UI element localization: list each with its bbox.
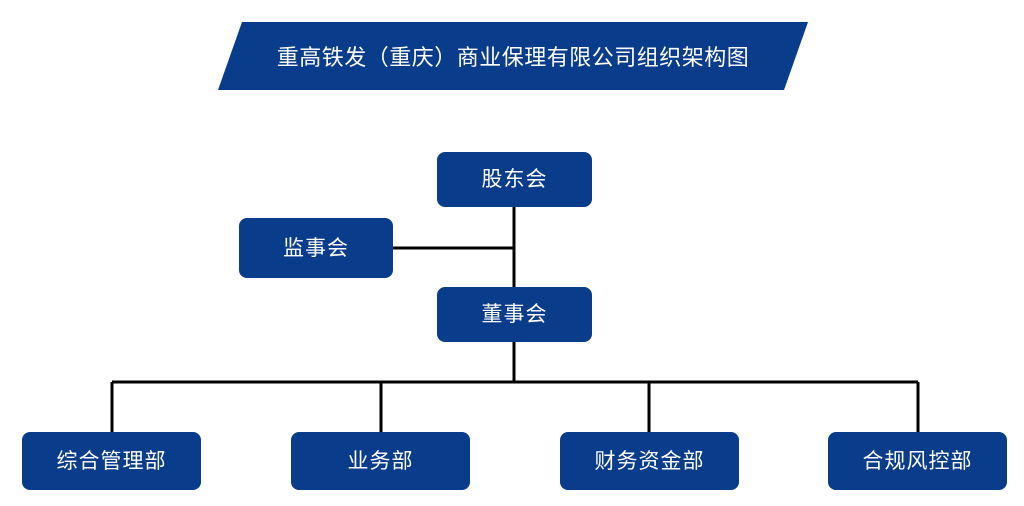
node-shareholders[interactable]: 股东会 [437, 152, 592, 207]
chart-title-banner: 重高铁发（重庆）商业保理有限公司组织架构图 [218, 22, 808, 90]
node-dept-finance-label: 财务资金部 [594, 449, 705, 473]
node-dept-admin-label: 综合管理部 [56, 449, 167, 473]
node-dept-risk-label: 合规风控部 [862, 449, 973, 473]
node-dept-business-label: 业务部 [347, 449, 414, 473]
node-directors-label: 董事会 [481, 303, 548, 326]
node-directors[interactable]: 董事会 [437, 287, 592, 342]
title-banner-shape [218, 22, 808, 90]
node-supervisors[interactable]: 监事会 [239, 218, 393, 278]
node-dept-risk[interactable]: 合规风控部 [828, 432, 1007, 490]
page-title: 重高铁发（重庆）商业保理有限公司组织架构图 [276, 45, 750, 70]
node-dept-finance[interactable]: 财务资金部 [560, 432, 739, 490]
node-supervisors-label: 监事会 [283, 236, 349, 260]
node-dept-business[interactable]: 业务部 [291, 432, 470, 490]
node-dept-admin[interactable]: 综合管理部 [22, 432, 201, 490]
node-shareholders-label: 股东会 [481, 168, 548, 191]
